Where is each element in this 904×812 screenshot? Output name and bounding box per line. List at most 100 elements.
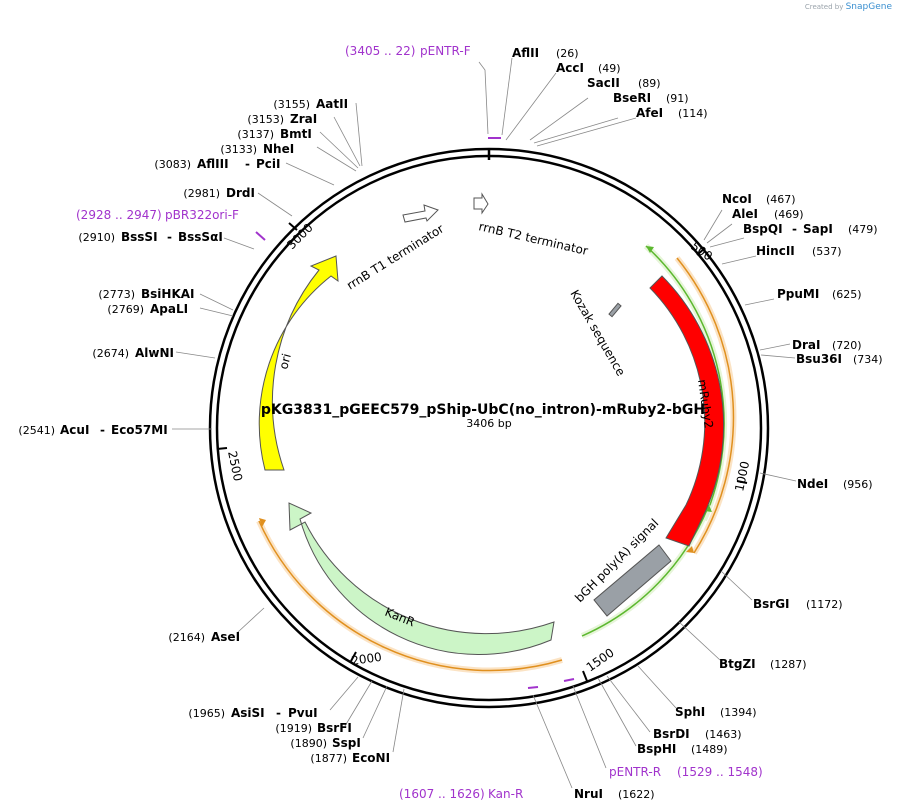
primer-Kan-R-name: Kan-R [488,787,523,801]
enzyme-BsrDI-name: BsrDI [653,727,690,741]
orf-arc-green-arrow [646,246,654,253]
enzyme-DraI-pos: (720) [832,339,862,352]
enzyme-DraI-name: DraI [792,338,820,352]
enzyme-BssSI-name: BssSI [121,230,158,244]
enzyme-BsiHKAI-pos: (2773) [98,288,135,301]
primer-pBR322ori-F-name: pBR322ori-F [165,208,239,222]
enzyme-AcuI-name: AcuI [60,423,89,437]
enzyme-AflIII-pos: (3083) [154,158,191,171]
snapgene-credit: Created by SnapGene [805,2,892,12]
feature-label-rrnB-T1: rrnB T1 terminator [344,221,446,292]
enzyme-AatII-pos: (3155) [273,98,310,111]
enzyme-AflII-pos: (26) [556,47,579,60]
enzyme-SphI-pos: (1394) [720,706,757,719]
enzyme-SacII-name: SacII [587,76,620,90]
feature-mRuby2 [649,275,725,547]
enzyme-PciI-name: PciI [256,157,281,171]
enzyme-SspI-name: SspI [332,736,361,750]
enzyme-dash-AsiSI: - [276,706,281,720]
enzyme-BsrFI-pos: (1919) [275,722,312,735]
enzyme-dash-BspQI: - [792,222,797,236]
feature-label-Kozak: Kozak sequence [567,288,628,379]
plasmid-name: pKG3831_pGEEC579_pShip-UbC(no_intron)-mR… [261,402,705,418]
orf-arc-orange [676,257,735,554]
kan-orf-orange [258,520,563,672]
enzyme-NdeI-name: NdeI [797,477,828,491]
enzyme-BsrFI-name: BsrFI [317,721,352,735]
enzyme-AleI-pos: (469) [774,208,804,221]
feature-rrnB-T2 [473,192,489,215]
enzyme-BsiHKAI-name: BsiHKAI [141,287,195,301]
enzyme-Bsu36I-name: Bsu36I [796,352,842,366]
feature-label-ori: ori [276,352,294,371]
tick-label-1000: 1000 [732,460,752,493]
orf-arc-orange-arrow [686,546,694,553]
plasmid-length: 3406 bp [466,417,511,430]
feature-label-rrnB-T2: rrnB T2 terminator [477,219,589,258]
tick-marks [216,222,748,682]
enzyme-NcoI-name: NcoI [722,192,752,206]
feature-ori [258,255,339,471]
enzyme-HincII-pos: (537) [812,245,842,258]
enzyme-PpuMI-name: PpuMI [777,287,819,301]
enzyme-NruI-name: NruI [574,787,603,801]
enzyme-ApaLI-pos: (2769) [107,303,144,316]
enzyme-EcoNI-pos: (1877) [310,752,347,765]
enzyme-AlwNI-name: AlwNI [135,346,174,360]
enzyme-PpuMI-pos: (625) [832,288,862,301]
primer-Kan-R-range: (1607 .. 1626) [399,787,485,801]
enzyme-BtgZI-pos: (1287) [770,658,807,671]
enzyme-BseRI-name: BseRI [613,91,651,105]
enzyme-dash-AflIII: - [245,157,250,171]
enzyme-AfeI-pos: (114) [678,107,708,120]
primer-pENTR-R-range: (1529 .. 1548) [677,765,763,779]
enzyme-BseRI-pos: (91) [666,92,689,105]
enzyme-BsrGI-pos: (1172) [806,598,843,611]
enzyme-NheI-pos: (3133) [220,143,257,156]
enzyme-dash-AcuI: - [100,423,105,437]
enzyme-SphI-name: SphI [675,705,705,719]
enzyme-PvuI-name: PvuI [288,706,318,720]
enzyme-AleI-name: AleI [732,207,758,221]
enzyme-NheI-name: NheI [263,142,294,156]
enzyme-BmtI-name: BmtI [280,127,312,141]
enzyme-SacII-pos: (89) [638,77,661,90]
enzyme-EcoNI-name: EcoNI [352,751,390,765]
enzyme-ApaLI-name: ApaLI [150,302,188,316]
enzyme-ZraI-pos: (3153) [247,113,284,126]
feature-KanR [288,502,555,655]
enzyme-AcuI-pos: (2541) [18,424,55,437]
tick-label-3000: 3000 [284,221,315,252]
primer-marks [255,137,575,689]
enzyme-AseI-name: AseI [211,630,240,644]
enzyme-HincII-name: HincII [756,244,795,258]
enzyme-BtgZI-name: BtgZI [719,657,756,671]
enzyme-NruI-pos: (1622) [618,788,655,801]
enzyme-NcoI-pos: (467) [766,193,796,206]
tick-label-2000: 2000 [350,650,382,668]
enzyme-AlwNI-pos: (2674) [92,347,129,360]
enzyme-BspQI-name: BspQI [743,222,783,236]
enzyme-AccI-name: AccI [556,61,584,75]
credit-brand: SnapGene [845,2,892,12]
enzyme-AflII-name: AflII [512,46,539,60]
enzyme-AsiSI-pos: (1965) [188,707,225,720]
enzyme-BssSaI-name: BssSαI [178,230,223,244]
enzyme-BssSI-pos: (2910) [78,231,115,244]
enzyme-AatII-name: AatII [316,97,348,111]
enzyme-SapI-name: SapI [803,222,833,236]
enzyme-BspHI-pos: (1489) [691,743,728,756]
feature-label-mRuby2: mRuby2 [695,378,716,429]
enzyme-DrdI-pos: (2981) [183,187,220,200]
primer-pBR322ori-F-range: (2928 .. 2947) [76,208,162,222]
primer-pENTR-F-range: (3405 .. 22) [345,44,415,58]
enzyme-ZraI-name: ZraI [290,112,317,126]
enzyme-SapI-pos: (479) [848,223,878,236]
enzyme-BsrGI-name: BsrGI [753,597,790,611]
enzyme-BsrDI-pos: (1463) [705,728,742,741]
enzyme-AccI-pos: (49) [598,62,621,75]
feature-Kozak [608,302,622,318]
enzyme-Bsu36I-pos: (734) [853,353,883,366]
enzyme-NdeI-pos: (956) [843,478,873,491]
